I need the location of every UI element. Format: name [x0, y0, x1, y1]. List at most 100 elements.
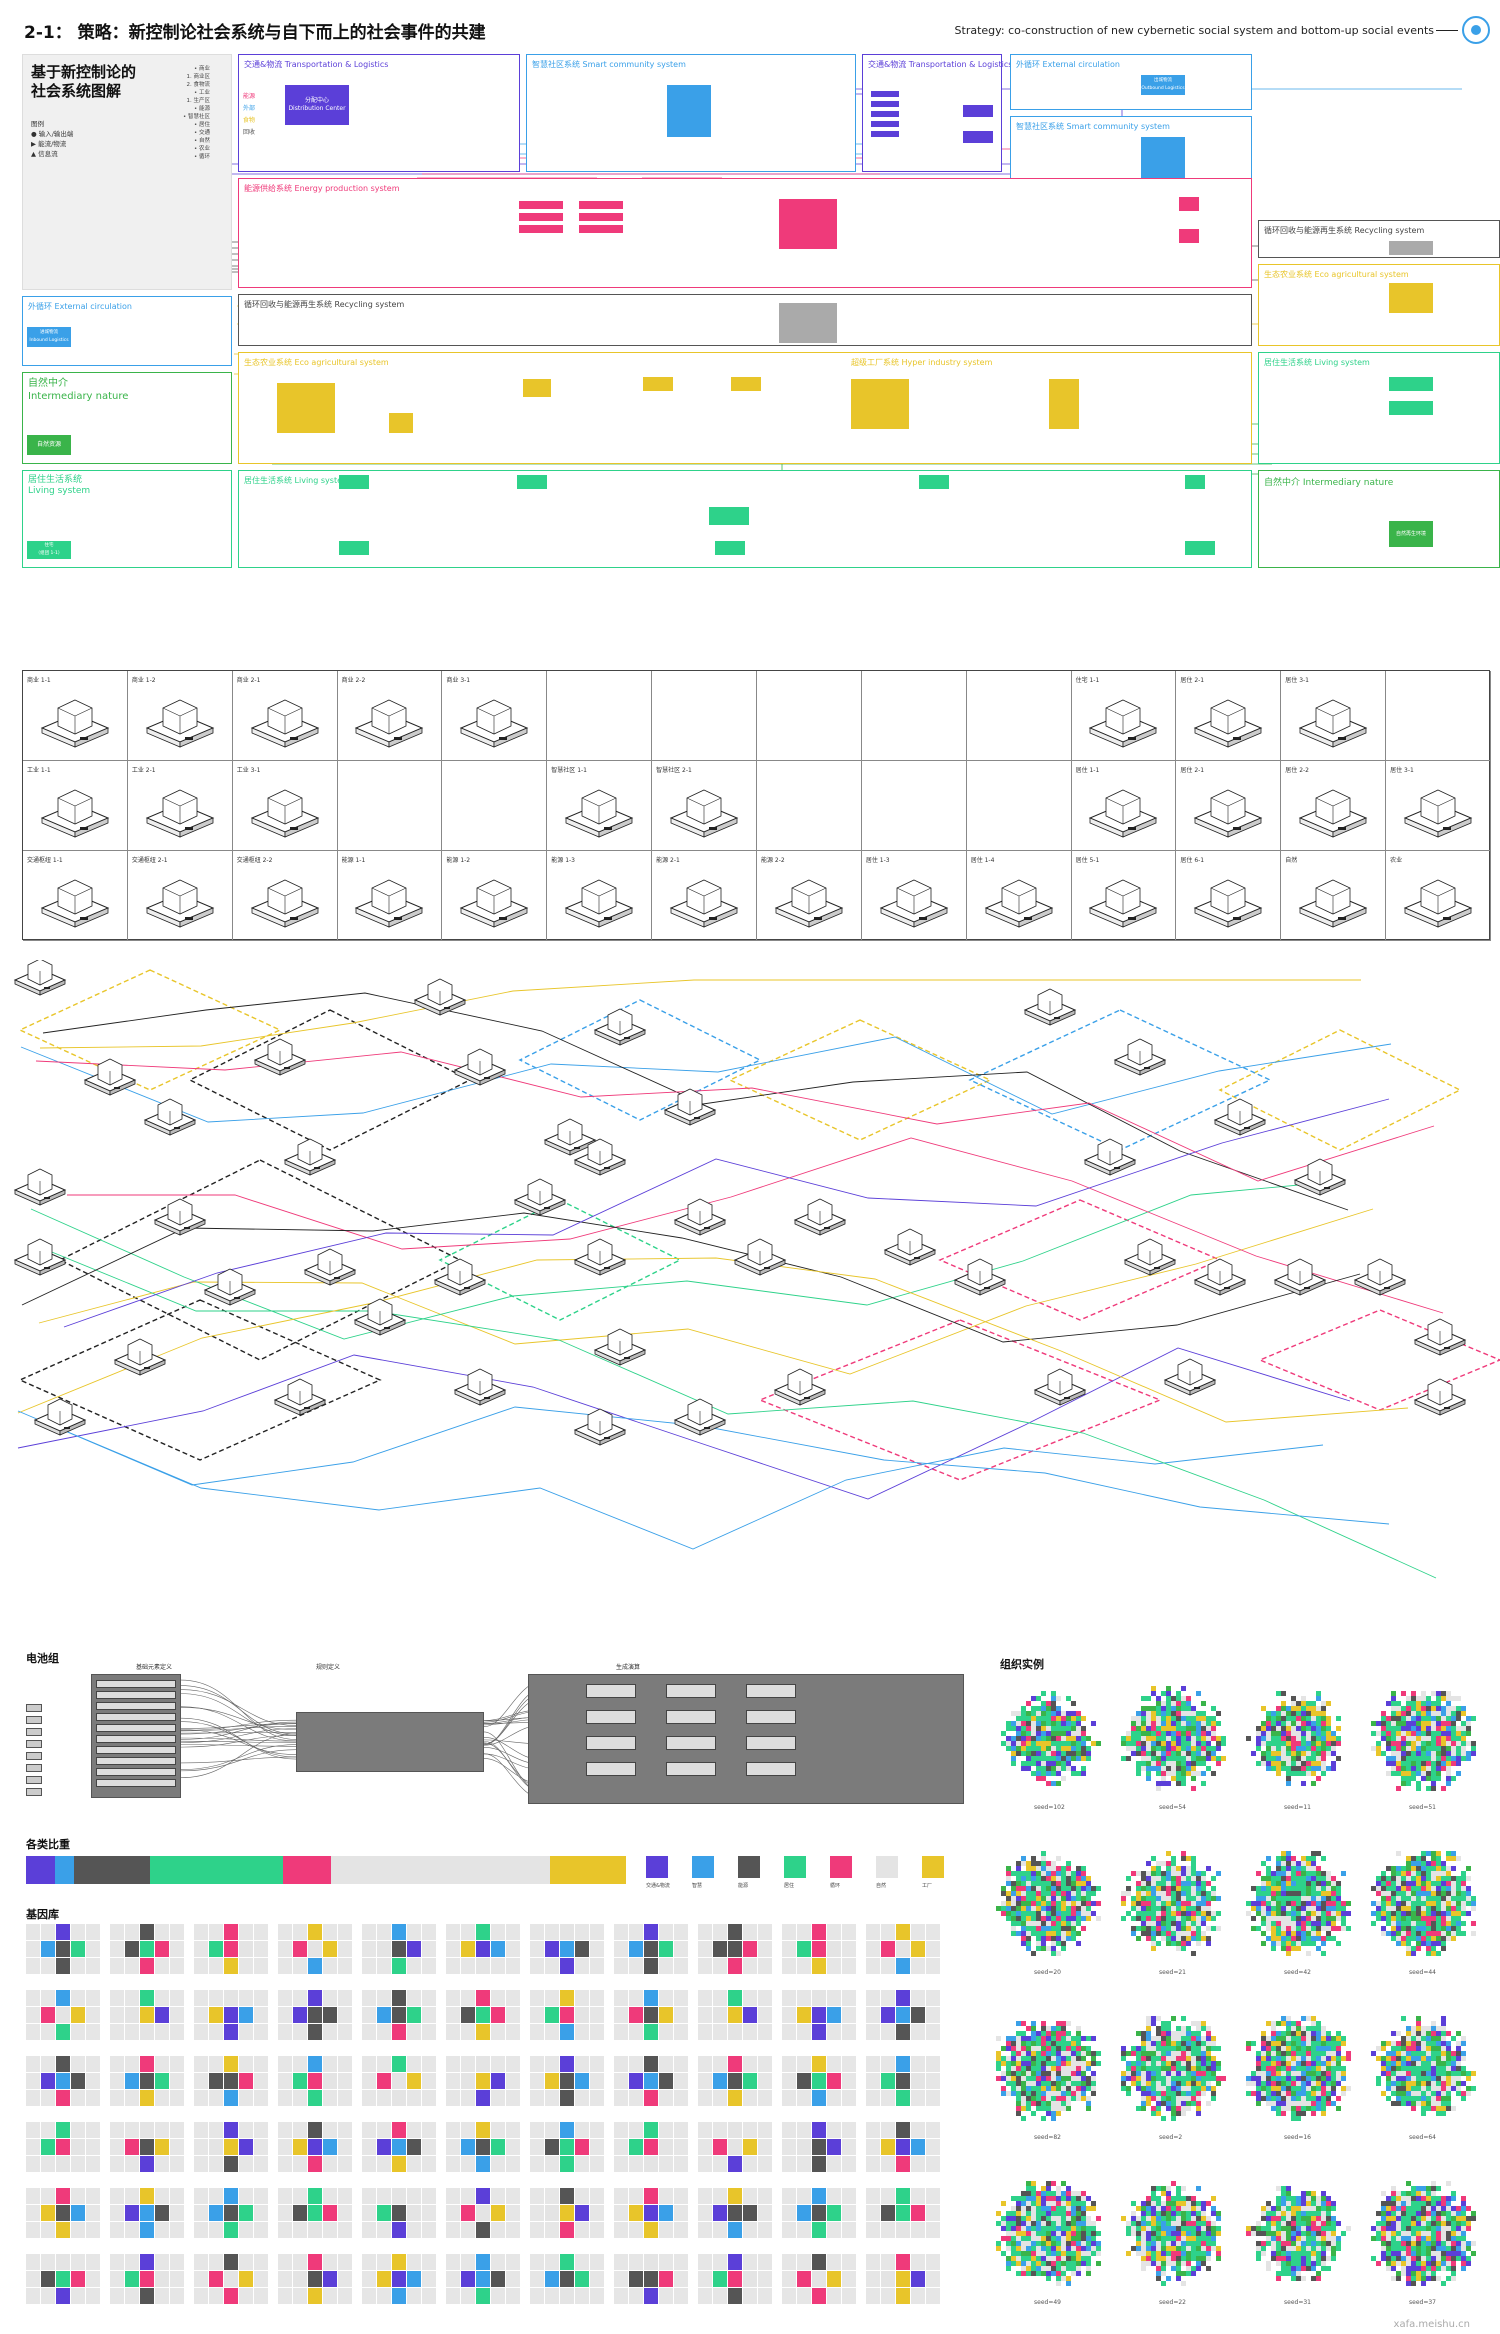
gene-cell	[728, 2090, 742, 2106]
org-cell	[1321, 1716, 1326, 1721]
gene-cell	[758, 2024, 772, 2040]
network-zone	[188, 1009, 472, 1151]
org-cell	[1396, 2071, 1401, 2076]
org-cell	[1096, 1886, 1101, 1891]
gene-cell	[170, 2073, 184, 2089]
org-cell	[1036, 2241, 1041, 2246]
org-cell	[1056, 1906, 1061, 1911]
gene-cell	[545, 2156, 559, 2172]
gene-cell	[323, 2205, 337, 2221]
gene-cell	[674, 2156, 688, 2172]
org-cell	[1016, 2096, 1021, 2101]
gene-cell	[41, 2288, 55, 2304]
org-cell	[1141, 1741, 1146, 1746]
org-cell	[1291, 2091, 1296, 2096]
gene-cell	[530, 2073, 544, 2089]
org-cell	[1161, 2051, 1166, 2056]
gene-cell	[377, 2156, 391, 2172]
gene-cell	[110, 2254, 124, 2270]
org-cell	[1041, 2206, 1046, 2211]
gene-cell	[491, 2122, 505, 2138]
org-cell	[1066, 2031, 1071, 2036]
org-cell	[1286, 1731, 1291, 1736]
gene-cell	[629, 1958, 643, 1974]
org-cell	[1161, 1921, 1166, 1926]
org-cell	[1156, 2096, 1161, 2101]
org-cell	[1301, 1741, 1306, 1746]
org-cell	[1031, 2211, 1036, 2216]
org-cell	[1331, 1876, 1336, 1881]
org-cell	[1276, 1706, 1281, 1711]
org-cell	[1081, 1766, 1086, 1771]
transport-node-5	[871, 131, 899, 137]
org-cell	[1411, 1946, 1416, 1951]
grasshopper-graph: 基础元素定义 规则定义 生成演算	[26, 1660, 966, 1810]
gene-cell	[728, 2156, 742, 2172]
org-cell	[1156, 1696, 1161, 1701]
org-cell	[1456, 2066, 1461, 2071]
network-building-node	[1083, 1138, 1137, 1176]
org-cell	[1166, 1741, 1171, 1746]
org-cell	[1071, 2071, 1076, 2076]
org-cell	[1096, 2246, 1101, 2251]
org-cell	[1051, 2246, 1056, 2251]
org-cell	[1026, 2061, 1031, 2066]
org-cell	[1461, 1921, 1466, 1926]
org-cell	[1211, 2086, 1216, 2091]
org-cell	[1186, 2066, 1191, 2071]
org-cell	[1056, 2251, 1061, 2256]
org-cell	[1176, 1881, 1181, 1886]
org-cell	[1396, 1871, 1401, 1876]
gene-tile	[698, 2254, 773, 2306]
org-cell	[1206, 1926, 1211, 1931]
gene-cell	[911, 2122, 925, 2138]
org-cell	[1146, 1706, 1151, 1711]
org-cell	[1246, 1911, 1251, 1916]
org-cell	[1451, 1881, 1456, 1886]
org-cell	[1201, 1731, 1206, 1736]
org-cell	[1286, 1891, 1291, 1896]
org-cell	[1046, 2251, 1051, 2256]
gene-cell	[713, 2056, 727, 2072]
gene-cell	[194, 1941, 208, 1957]
org-cell	[1311, 1741, 1316, 1746]
org-cell	[1251, 1916, 1256, 1921]
gene-cell	[812, 2271, 826, 2287]
org-cell	[1046, 2096, 1051, 2101]
isometric-building-icon	[40, 789, 110, 838]
org-cell	[1256, 1886, 1261, 1891]
isometric-building-icon	[40, 879, 110, 928]
gh-wire	[180, 1735, 297, 1748]
gene-cell	[293, 2205, 307, 2221]
org-cell	[1031, 2076, 1036, 2081]
org-cell	[1321, 2031, 1326, 2036]
org-cell	[1406, 2076, 1411, 2081]
gene-cell	[293, 2007, 307, 2023]
gene-cell	[827, 2288, 841, 2304]
org-cell	[1091, 2241, 1096, 2246]
org-cell	[1021, 1716, 1026, 1721]
org-cell	[1461, 1891, 1466, 1896]
gene-cell	[674, 2122, 688, 2138]
org-cell	[1311, 1766, 1316, 1771]
org-cell	[1186, 1926, 1191, 1931]
org-cell	[1451, 2036, 1456, 2041]
org-cell	[1136, 1711, 1141, 1716]
org-cell	[1386, 1881, 1391, 1886]
org-cell	[1036, 1746, 1041, 1751]
org-cell	[1206, 2066, 1211, 2071]
org-cell	[1161, 1701, 1166, 1706]
org-cell	[1306, 1936, 1311, 1941]
org-cell	[1271, 1711, 1276, 1716]
outbound-logistics-node: 出城物流 Outbound Logistics	[1141, 75, 1185, 95]
org-cell	[1426, 1911, 1431, 1916]
org-cell	[1086, 1916, 1091, 1921]
gene-cell	[842, 2205, 856, 2221]
gene-cell	[254, 1924, 268, 1940]
gene-cell	[26, 2024, 40, 2040]
org-cell	[1166, 2021, 1171, 2026]
org-cell	[1381, 1901, 1386, 1906]
org-cell	[1126, 1736, 1131, 1741]
org-cell	[1311, 2051, 1316, 2056]
org-cell	[1261, 2081, 1266, 2086]
